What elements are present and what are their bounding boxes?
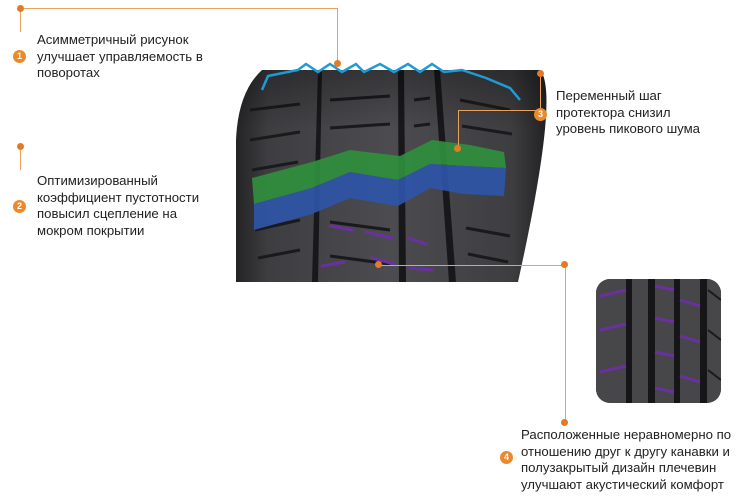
marker-dot-1 [334,60,341,67]
feature-3: 3 Переменный шаг протектора снизил урове… [534,88,744,138]
feature-4-number-badge: 4 [500,451,513,464]
feature-4-text: Расположенные неравномерно по отношению … [521,427,732,492]
marker-dot-1-start [17,5,24,12]
marker-dot-2-start [17,143,24,150]
feature-3-number-badge: 3 [534,108,547,121]
leader-1-horizontal [20,8,338,9]
feature-2-text: Оптимизированный коэффициент пустотности… [37,173,200,238]
leader-4-horizontal [379,265,565,266]
tread-outline [260,62,521,101]
leader-4-vertical [565,265,566,423]
marker-dot-4 [375,261,382,268]
feature-2: 2 Оптимизированный коэффициент пустотнос… [13,173,243,239]
marker-dot-3-start [537,70,544,77]
leader-1-vertical [337,8,338,64]
feature-1: 1 Асимметричный рисунок улучшает управля… [13,32,243,82]
marker-dot-4-end [561,419,568,426]
marker-dot-4-corner [561,261,568,268]
inset-detail-image [596,279,721,403]
blue-band [254,164,506,230]
leader-3-vertical [540,74,541,110]
leader-1-left [20,8,21,32]
leader-3-horizontal [458,110,540,111]
feature-4: 4 Расположенные неравномерно по отношени… [500,427,750,493]
feature-1-number-badge: 1 [13,50,26,63]
feature-3-text: Переменный шаг протектора снизил уровень… [556,88,701,136]
marker-dot-3 [454,145,461,152]
leader-2-vertical [20,146,21,170]
green-band [252,140,506,204]
leader-3-down [458,110,459,148]
feature-2-number-badge: 2 [13,200,26,213]
feature-1-text: Асимметричный рисунок улучшает управляем… [37,32,203,80]
